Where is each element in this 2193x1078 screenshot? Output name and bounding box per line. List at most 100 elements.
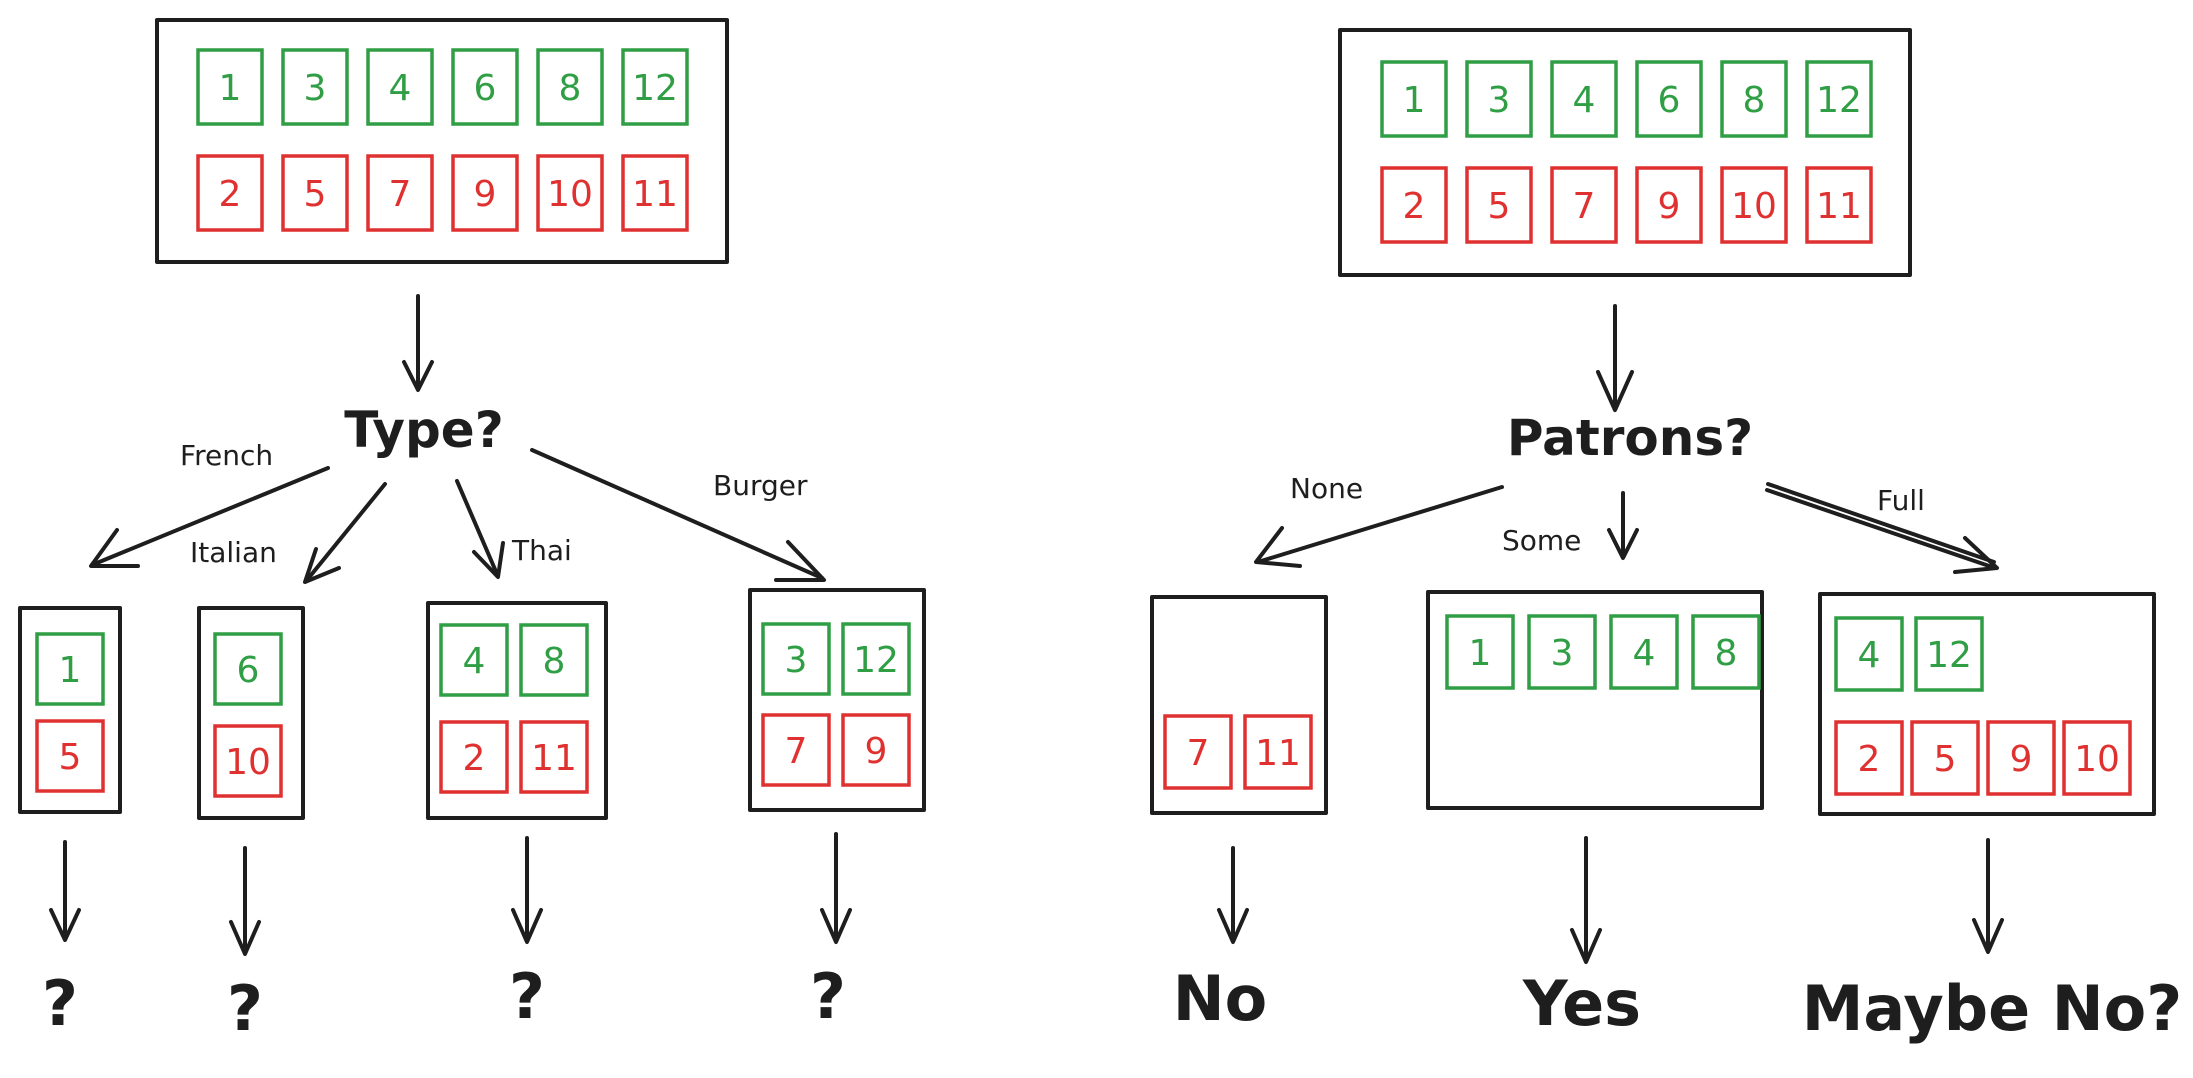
chip-frame <box>451 154 519 232</box>
negative-example-chip: 5 <box>35 719 105 793</box>
chip-frame <box>213 724 283 798</box>
positive-example-chip: 6 <box>213 632 283 706</box>
chip-number: 5 <box>59 737 82 778</box>
chip-frame <box>439 623 509 697</box>
chip-frame <box>1834 616 1904 692</box>
positive-example-chip: 12 <box>621 48 689 126</box>
left-root-arrow <box>402 294 434 392</box>
negative-example-chip: 11 <box>1805 166 1873 244</box>
negative-example-chip: 7 <box>761 713 831 787</box>
negative-example-chip: 11 <box>1243 714 1313 790</box>
chip-number: 2 <box>1403 186 1426 227</box>
left-child-box-thai <box>426 601 608 820</box>
negative-example-chip: 11 <box>621 154 689 232</box>
chip-number: 3 <box>1551 633 1574 674</box>
left-root-box <box>155 18 729 264</box>
chip-number: 4 <box>1858 635 1881 676</box>
right-child-box-none <box>1150 595 1328 815</box>
chip-number: 12 <box>1816 80 1862 121</box>
positive-example-chip: 3 <box>1465 60 1533 138</box>
positive-example-chip: 12 <box>1914 616 1984 692</box>
chip-frame <box>1465 166 1533 244</box>
negative-example-chip: 7 <box>1163 714 1233 790</box>
chip-frame <box>841 622 911 696</box>
left-child-box-italian <box>197 606 305 820</box>
positive-example-chip: 1 <box>35 632 105 706</box>
chip-frame <box>35 632 105 706</box>
positive-example-chip: 12 <box>1805 60 1873 138</box>
right-outcome-arrow-some <box>1570 836 1602 964</box>
chip-frame <box>1609 614 1679 690</box>
chip-number: 4 <box>1633 633 1656 674</box>
chip-frame <box>1163 714 1233 790</box>
negative-example-chip: 10 <box>1720 166 1788 244</box>
chip-frame <box>1914 616 1984 692</box>
positive-example-chip: 1 <box>1445 614 1515 690</box>
chip-number: 7 <box>1573 186 1596 227</box>
chip-frame <box>536 154 604 232</box>
positive-example-chip: 4 <box>366 48 434 126</box>
right-branch-arrow-some <box>1607 491 1639 560</box>
left-outcome-burger: ? <box>810 960 846 1033</box>
chip-number: 1 <box>219 68 242 109</box>
chip-number: 2 <box>1858 739 1881 780</box>
chip-frame <box>1805 166 1873 244</box>
chip-frame <box>196 48 264 126</box>
chip-frame <box>1691 614 1761 690</box>
left-outcome-arrow-italian <box>229 846 261 956</box>
positive-example-chip: 3 <box>281 48 349 126</box>
left-question: Type? <box>344 401 503 459</box>
chip-frame <box>366 48 434 126</box>
left-branch-arrow-french <box>89 466 330 568</box>
right-branch-label-full: Full <box>1877 484 1925 517</box>
chip-number: 4 <box>1573 80 1596 121</box>
chip-frame <box>1986 720 2056 796</box>
chip-number: 6 <box>237 650 260 691</box>
negative-example-chip: 9 <box>451 154 519 232</box>
left-branch-label-french: French <box>180 439 273 472</box>
chip-number: 5 <box>1934 739 1957 780</box>
chip-frame <box>439 720 509 794</box>
chip-frame <box>536 48 604 126</box>
chip-number: 10 <box>547 174 593 215</box>
negative-example-chip: 9 <box>841 713 911 787</box>
chip-number: 8 <box>559 68 582 109</box>
left-branch-arrow-thai <box>455 479 505 579</box>
chip-frame <box>1243 714 1313 790</box>
chip-frame <box>281 154 349 232</box>
positive-example-chip: 4 <box>1609 614 1679 690</box>
positive-example-chip: 8 <box>536 48 604 126</box>
chip-frame <box>35 719 105 793</box>
negative-example-chip: 2 <box>1380 166 1448 244</box>
positive-example-chip: 1 <box>196 48 264 126</box>
positive-example-chip: 3 <box>761 622 831 696</box>
chip-number: 1 <box>1469 633 1492 674</box>
chip-frame <box>841 713 911 787</box>
chip-number: 5 <box>304 174 327 215</box>
left-branch-label-burger: Burger <box>713 469 808 502</box>
chip-frame <box>519 720 589 794</box>
negative-example-chip: 2 <box>439 720 509 794</box>
chip-frame <box>1445 614 1515 690</box>
positive-example-chip: 12 <box>841 622 911 696</box>
negative-example-chip: 9 <box>1986 720 2056 796</box>
positive-example-chip: 3 <box>1527 614 1597 690</box>
chip-number: 2 <box>219 174 242 215</box>
chip-frame <box>1635 60 1703 138</box>
positive-example-chip: 6 <box>1635 60 1703 138</box>
chip-number: 10 <box>1731 186 1777 227</box>
left-child-box-french <box>18 606 122 814</box>
chip-number: 3 <box>304 68 327 109</box>
right-branch-arrow-full <box>1765 482 1999 574</box>
chip-number: 11 <box>1816 186 1862 227</box>
chip-frame <box>761 713 831 787</box>
chip-number: 8 <box>1743 80 1766 121</box>
chip-number: 8 <box>543 641 566 682</box>
chip-number: 9 <box>474 174 497 215</box>
negative-example-chip: 5 <box>1465 166 1533 244</box>
right-outcome-none: No <box>1173 962 1267 1035</box>
